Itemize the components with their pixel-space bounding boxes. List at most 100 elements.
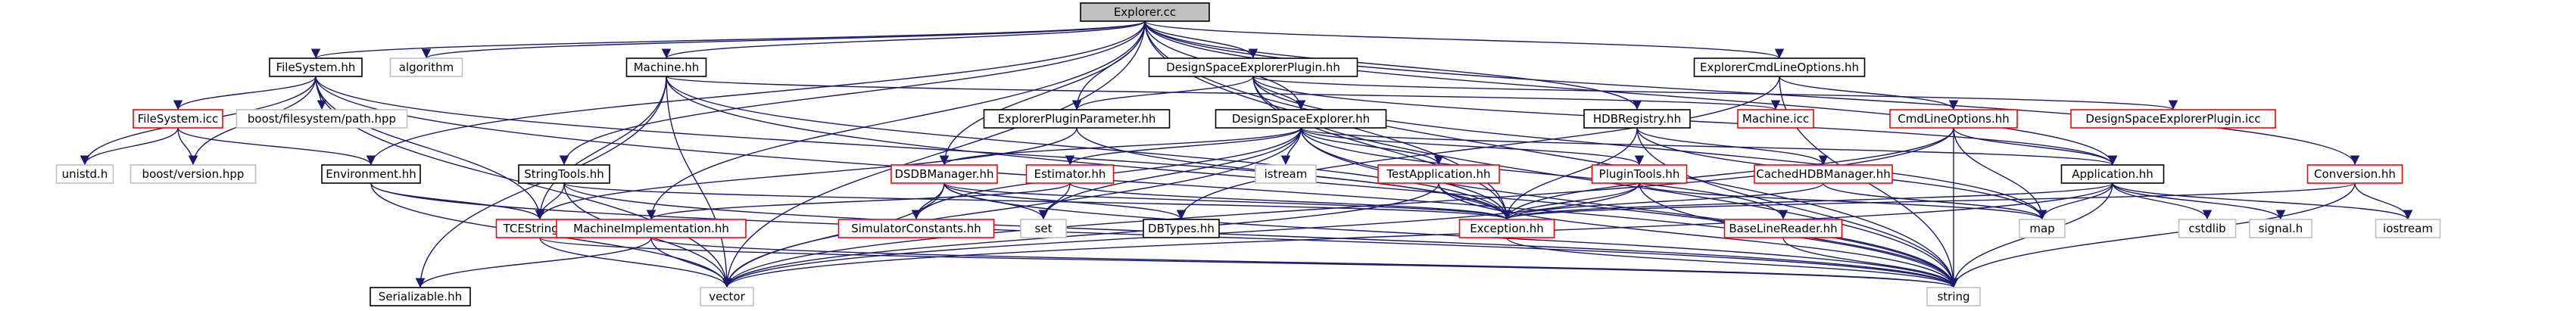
node-machineimpl-hh[interactable]: MachineImplementation.hh: [556, 219, 747, 238]
edge-explorer_cmdline_hh-to-cmdlineoptions_hh: [1779, 76, 1959, 110]
edge-explorer_cc-to-explorer_cmdline_hh: [1144, 20, 1784, 59]
node-explorer-cc[interactable]: Explorer.cc: [1080, 2, 1210, 22]
edge-testapplication_hh-to-string: [1438, 182, 1959, 288]
node-plugintools-hh[interactable]: PluginTools.hh: [1591, 164, 1688, 184]
node-label: iostream: [2383, 222, 2433, 235]
node-label: Conversion.hh: [2314, 167, 2396, 181]
edge-explorer_cc-to-explorer_plugin_param_hh: [1071, 20, 1146, 110]
node-dsdbmanager-hh[interactable]: DSDBManager.hh: [890, 164, 998, 184]
edge-explorer_cc-to-conversion_hh: [1144, 20, 2360, 166]
node-explorer-plugin-param-hh[interactable]: ExplorerPluginParameter.hh: [983, 109, 1171, 129]
node-box: [1591, 164, 1688, 184]
node-box: [1693, 58, 1866, 77]
node-label: istream: [1265, 167, 1308, 181]
node-vector: vector: [700, 287, 754, 306]
node-box: [556, 219, 747, 238]
node-machine-hh[interactable]: Machine.hh: [625, 58, 707, 77]
node-box: [129, 164, 257, 184]
edge-hdbregistry_hh-to-exception_hh: [1502, 127, 1638, 220]
node-map: map: [2019, 219, 2066, 238]
node-label: Estimator.hh: [1034, 167, 1106, 181]
edge-application_hh-to-signal_h: [2112, 182, 2286, 220]
node-testapplication-hh[interactable]: TestApplication.hh: [1377, 164, 1500, 184]
node-boost-version: boost/version.hpp: [129, 164, 257, 184]
edge-conversion_hh-to-iostream: [2354, 182, 2413, 220]
edge-estimator_hh-to-set: [1038, 182, 1071, 220]
node-label: vector: [709, 290, 745, 303]
edge-application_hh-to-exception_hh: [1502, 182, 2113, 220]
node-set: set: [1020, 219, 1067, 238]
edge-dsep_hh-to-explorer_plugin_param_hh: [1071, 76, 1254, 110]
node-label: PluginTools.hh: [1599, 167, 1680, 181]
edge-explorer_cc-to-dsdbmanager_hh: [939, 20, 1146, 166]
node-dbtypes-hh[interactable]: DBTypes.hh: [1143, 219, 1220, 238]
node-machine-icc[interactable]: Machine.icc: [1737, 109, 1814, 129]
node-label: Serializable.hh: [379, 290, 462, 303]
node-box: [518, 164, 610, 184]
node-label: DSDBManager.hh: [894, 167, 993, 181]
node-box: [1025, 164, 1115, 184]
edge-dse_hh-to-application_hh: [1300, 127, 2117, 166]
edge-dse_hh-to-dsdbmanager_hh: [939, 127, 1302, 166]
edge-filesystem_hh-to-string: [315, 76, 1959, 288]
node-label: FileSystem.icc: [138, 112, 218, 126]
node-box: [1723, 219, 1843, 238]
node-serializable-hh[interactable]: Serializable.hh: [370, 287, 471, 306]
node-label: set: [1035, 222, 1053, 235]
edge-dsep_hh-to-map: [1252, 76, 2047, 220]
node-estimator-hh[interactable]: Estimator.hh: [1025, 164, 1115, 184]
node-cmdlineoptions-hh[interactable]: CmdLineOptions.hh: [1889, 109, 2018, 129]
edge-filesystem_hh-to-tcestring_hh: [315, 76, 545, 220]
node-box: [55, 164, 114, 184]
node-filesystem-icc[interactable]: FileSystem.icc: [133, 109, 223, 129]
node-box: [1148, 58, 1358, 77]
node-label: TestApplication.hh: [1386, 167, 1490, 181]
node-filesystem-hh[interactable]: FileSystem.hh: [269, 58, 363, 77]
node-box: [890, 164, 998, 184]
edge-plugintools_hh-to-exception_hh: [1502, 182, 1640, 220]
edge-conversion_hh-to-string: [1948, 182, 2356, 288]
node-conversion-hh[interactable]: Conversion.hh: [2306, 164, 2403, 184]
edge-dse_hh-to-baselinereader_hh: [1300, 127, 1789, 220]
edge-dsdbmanager_hh-to-dbtypes_hh: [943, 182, 1187, 220]
node-explorer-cmdline-hh[interactable]: ExplorerCmdLineOptions.hh: [1693, 58, 1866, 77]
edge-explorer_cc-to-machine_hh: [662, 20, 1146, 59]
node-baselinereader-hh[interactable]: BaseLineReader.hh: [1723, 219, 1843, 238]
edge-machineimpl_hh-to-string: [650, 237, 1958, 288]
node-box: [389, 58, 463, 77]
node-box: [625, 58, 707, 77]
node-box: [1926, 287, 1981, 306]
node-dsep-icc[interactable]: DesignSpaceExplorerPlugin.icc: [2070, 109, 2276, 129]
edge-plugintools_hh-to-map: [1639, 182, 2047, 220]
node-label: signal.h: [2259, 222, 2303, 235]
node-stringtools-hh[interactable]: StringTools.hh: [518, 164, 610, 184]
node-istream: istream: [1255, 164, 1317, 184]
edge-dsep_hh-to-dsep_icc: [1252, 76, 2178, 110]
node-box: [2178, 219, 2237, 238]
edge-application_hh-to-cstdlib: [2112, 182, 2213, 220]
node-dsep-hh[interactable]: DesignSpaceExplorerPlugin.hh: [1148, 58, 1358, 77]
node-environment-hh[interactable]: Environment.hh: [321, 164, 421, 184]
edge-explorer_cc-to-stringtools_hh: [559, 20, 1146, 166]
node-simulatorconstants-hh[interactable]: SimulatorConstants.hh: [837, 219, 995, 238]
node-exception-hh[interactable]: Exception.hh: [1458, 219, 1555, 238]
node-hdbregistry-hh[interactable]: HDBRegistry.hh: [1583, 109, 1691, 129]
edge-machine_hh-to-machine_icc: [666, 76, 1780, 110]
node-label: cstdlib: [2188, 222, 2225, 235]
node-label: ExplorerPluginParameter.hh: [998, 112, 1156, 126]
edge-tcestring_hh-to-string: [539, 237, 1958, 288]
node-label: string: [1937, 290, 1969, 303]
node-boost-fs-path: boost/filesystem/path.hpp: [235, 109, 408, 129]
node-box: [1143, 219, 1220, 238]
node-label: DesignSpaceExplorer.hh: [1232, 112, 1370, 126]
edge-hdbregistry_hh-to-string: [1636, 127, 1959, 288]
node-label: Explorer.cc: [1114, 5, 1176, 19]
node-label: HDBRegistry.hh: [1593, 112, 1681, 126]
node-cachedhdbmanager-hh[interactable]: CachedHDBManager.hh: [1754, 164, 1893, 184]
node-application-hh[interactable]: Application.hh: [2060, 164, 2165, 184]
node-label: DesignSpaceExplorerPlugin.hh: [1166, 61, 1340, 74]
node-dse-hh[interactable]: DesignSpaceExplorer.hh: [1215, 109, 1387, 129]
node-label: Exception.hh: [1470, 222, 1544, 235]
edge-dse_hh-to-estimator_hh: [1065, 127, 1302, 166]
node-box: [269, 58, 363, 77]
